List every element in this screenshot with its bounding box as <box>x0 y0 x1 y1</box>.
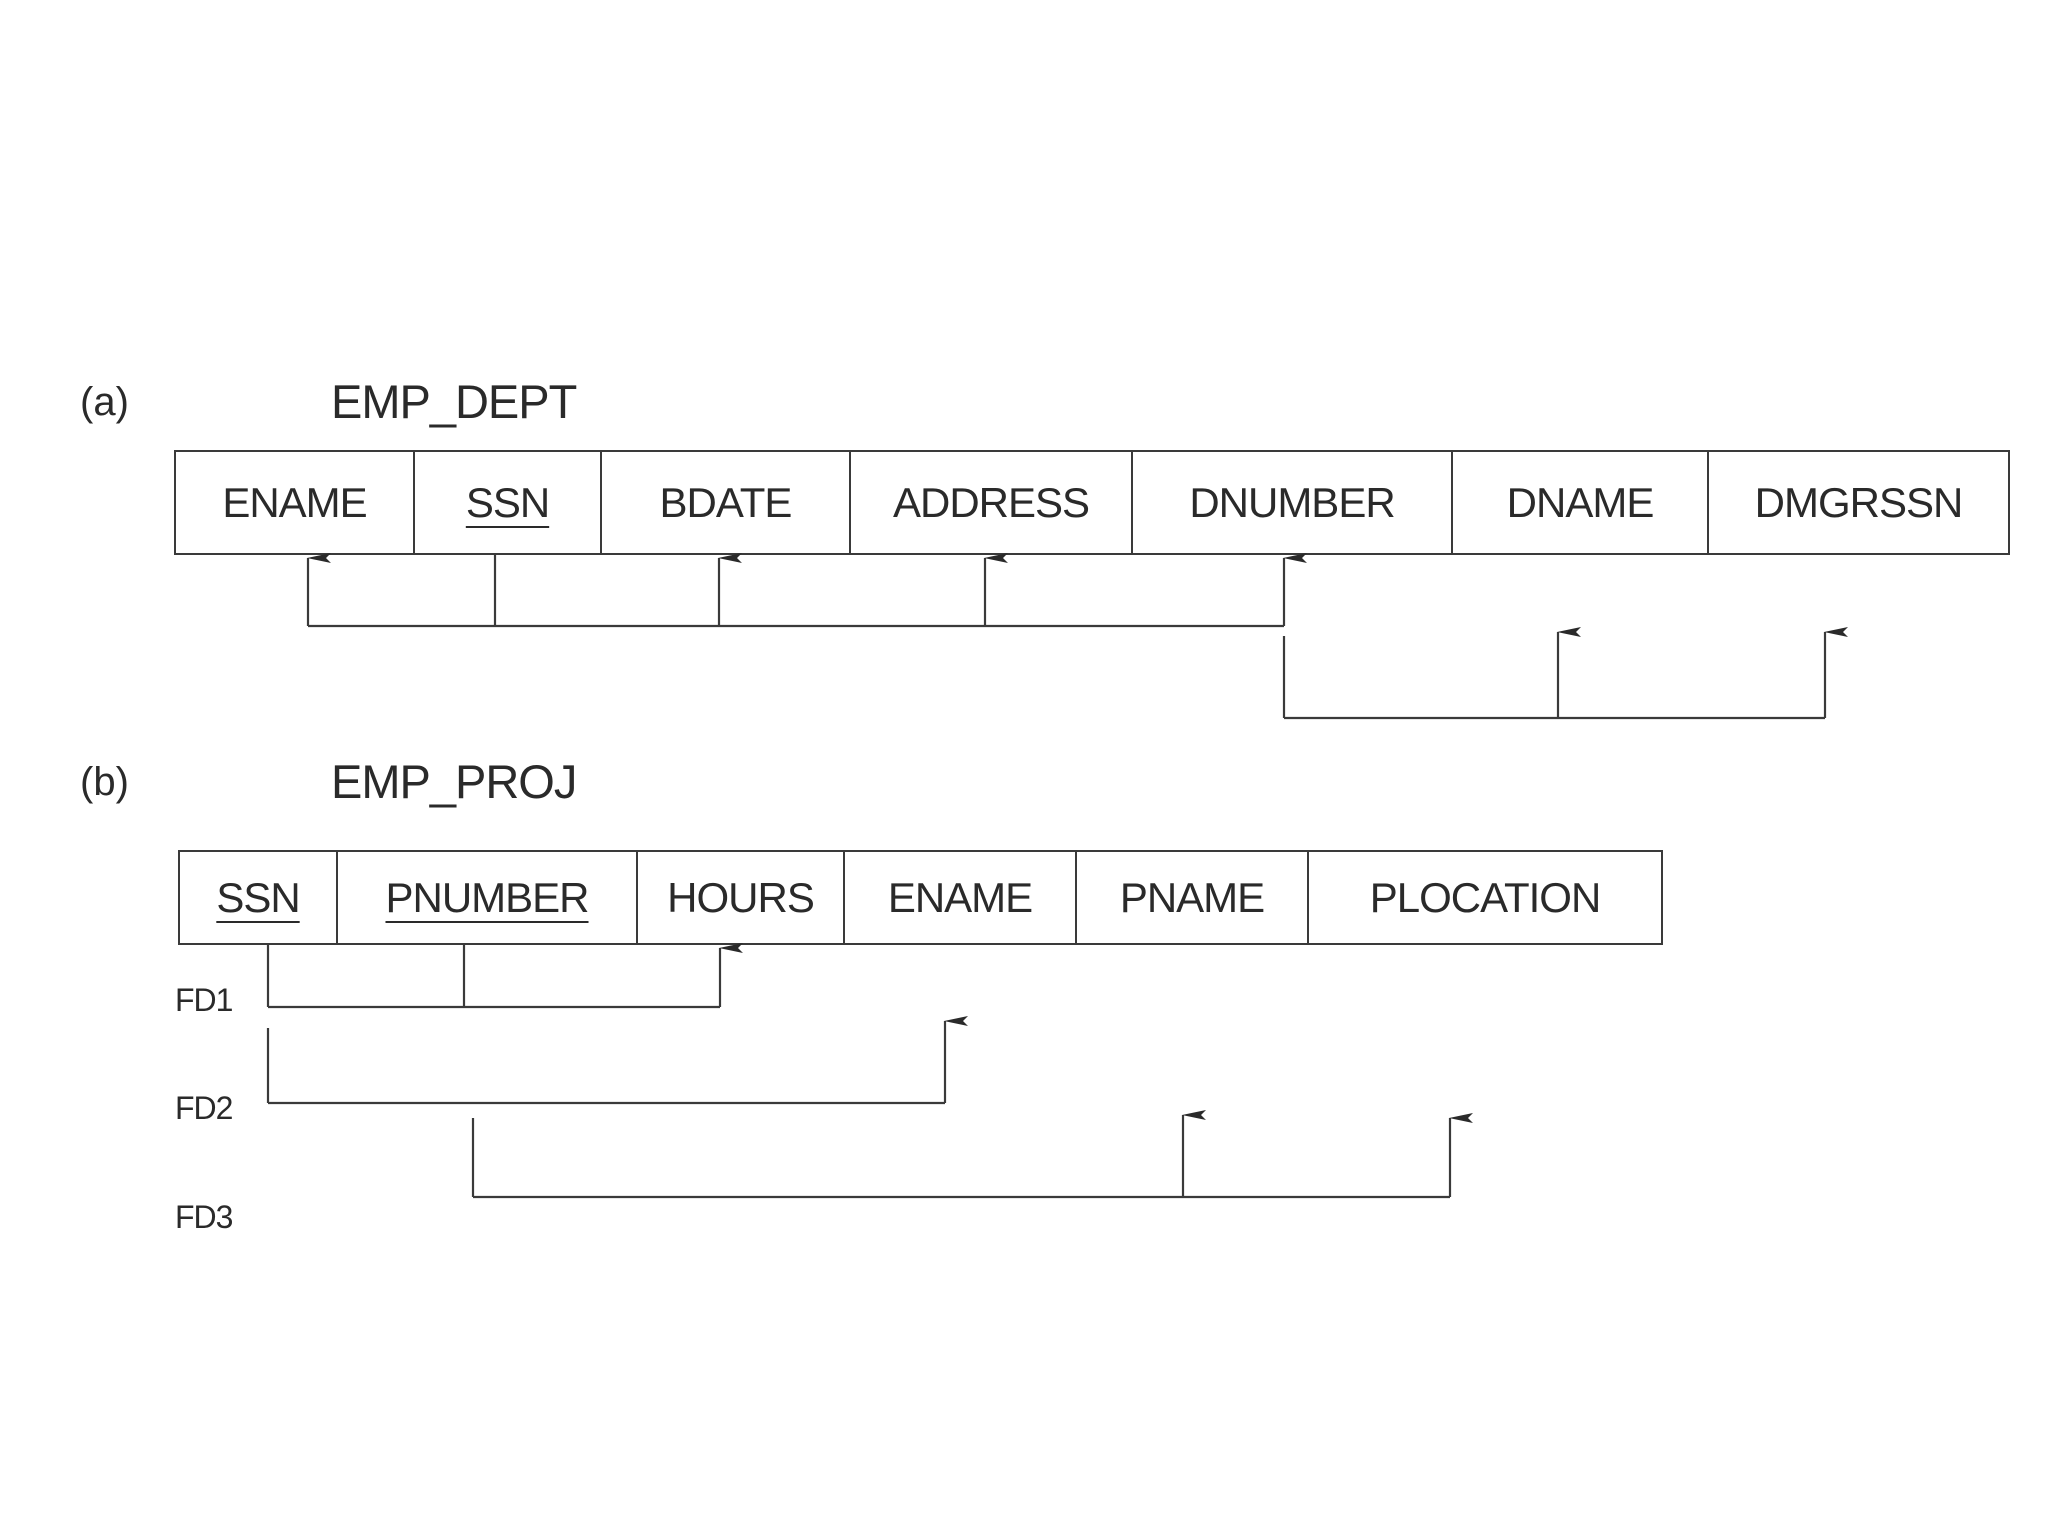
emp-proj-attr-hours: HOURS <box>638 852 845 943</box>
attr-label: PNAME <box>1119 873 1265 921</box>
emp-dept-attr-ename: ENAME <box>176 452 415 553</box>
emp-proj-relation-name: EMP_PROJ <box>331 755 577 808</box>
emp-dept-relation-name: EMP_DEPT <box>331 375 577 428</box>
emp-dept-attr-dmgrssn: DMGRSSN <box>1709 452 2008 553</box>
part-b-label: (b) <box>80 760 129 804</box>
attr-label: DMGRSSN <box>1754 478 1964 526</box>
emp-dept-table: ENAME SSN BDATE ADDRESS DNUMBER DNAME DM… <box>174 450 2010 555</box>
attr-label-key: SSN <box>465 478 550 526</box>
emp-dept-attr-ssn: SSN <box>415 452 602 553</box>
emp-dept-attr-dnumber: DNUMBER <box>1133 452 1453 553</box>
attr-label: HOURS <box>667 873 815 921</box>
attr-label: ENAME <box>222 478 367 526</box>
fd1-label: FD1 <box>175 982 233 1018</box>
emp-proj-attr-ename: ENAME <box>845 852 1077 943</box>
emp-proj-attr-plocation: PLOCATION <box>1309 852 1661 943</box>
fd-dnumber-to-dept-attrs <box>1282 627 1848 720</box>
fd3-label: FD3 <box>175 1199 233 1235</box>
emp-proj-attr-ssn: SSN <box>180 852 338 943</box>
fd3-connector <box>471 1110 1473 1199</box>
emp-dept-attr-address: ADDRESS <box>851 452 1133 553</box>
emp-dept-attr-dname: DNAME <box>1453 452 1709 553</box>
part-a-label: (a) <box>80 380 129 424</box>
attr-label: PLOCATION <box>1369 873 1602 921</box>
attr-label-key: SSN <box>216 873 300 921</box>
attr-label: ENAME <box>887 873 1033 921</box>
fd-ssn-to-emp-attrs <box>306 553 1307 628</box>
emp-proj-attr-pnumber: PNUMBER <box>338 852 638 943</box>
attr-label: ADDRESS <box>892 478 1090 526</box>
attr-label-key: PNUMBER <box>385 873 589 921</box>
attr-label: DNUMBER <box>1189 478 1395 526</box>
fd2-connector <box>266 1016 968 1105</box>
attr-label: BDATE <box>659 478 793 526</box>
attr-label: DNAME <box>1506 478 1655 526</box>
emp-dept-attr-bdate: BDATE <box>602 452 851 553</box>
fd2-label: FD2 <box>175 1090 233 1126</box>
fd1-connector <box>266 943 743 1009</box>
emp-proj-attr-pname: PNAME <box>1077 852 1309 943</box>
emp-proj-table: SSN PNUMBER HOURS ENAME PNAME PLOCATION <box>178 850 1663 945</box>
